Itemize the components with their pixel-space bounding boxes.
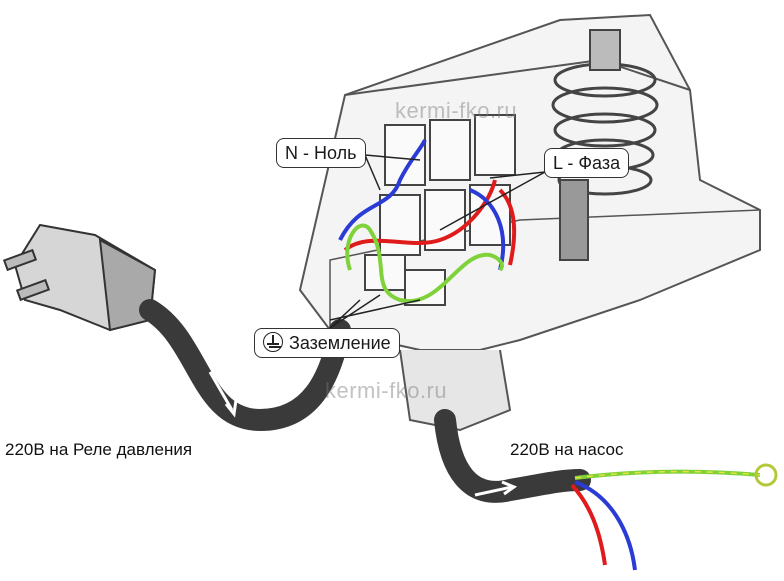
direction-arrow-head: [224, 399, 238, 418]
direction-arrow: [208, 371, 234, 411]
watermark: kermi-fko.ru: [325, 378, 448, 403]
ground-label: Заземление: [289, 333, 391, 353]
direction-arrow-head: [501, 480, 518, 496]
neutral-wire: [469, 188, 506, 271]
phase-label: L - Фаза: [553, 153, 621, 173]
terminal-block: [364, 114, 516, 306]
ground-wire: [345, 223, 504, 304]
right-caption: 220В на насос: [510, 440, 624, 459]
callout-leaders: [329, 154, 546, 329]
neutral-wire: [574, 480, 637, 571]
phase-wire: [570, 483, 607, 566]
output-cable: [434, 409, 591, 503]
ring-terminal: [754, 463, 778, 487]
direction-arrow: [474, 485, 513, 497]
left-caption: 220В на Реле давления: [5, 440, 193, 459]
relay-housing: [298, 13, 761, 432]
ground-wire: [574, 469, 761, 480]
phase-wire: [498, 188, 517, 266]
power-plug: [2, 223, 157, 332]
neutral-callout: N - Ноль: [276, 138, 366, 168]
ground-callout: Заземление: [254, 328, 400, 358]
watermark: kermi-fko.ru: [395, 98, 518, 123]
neutral-label: N - Ноль: [285, 143, 357, 163]
neutral-wire: [338, 139, 427, 241]
ground-symbol-icon: [263, 332, 283, 352]
phase-callout: L - Фаза: [544, 148, 630, 178]
input-cable: [139, 299, 351, 432]
